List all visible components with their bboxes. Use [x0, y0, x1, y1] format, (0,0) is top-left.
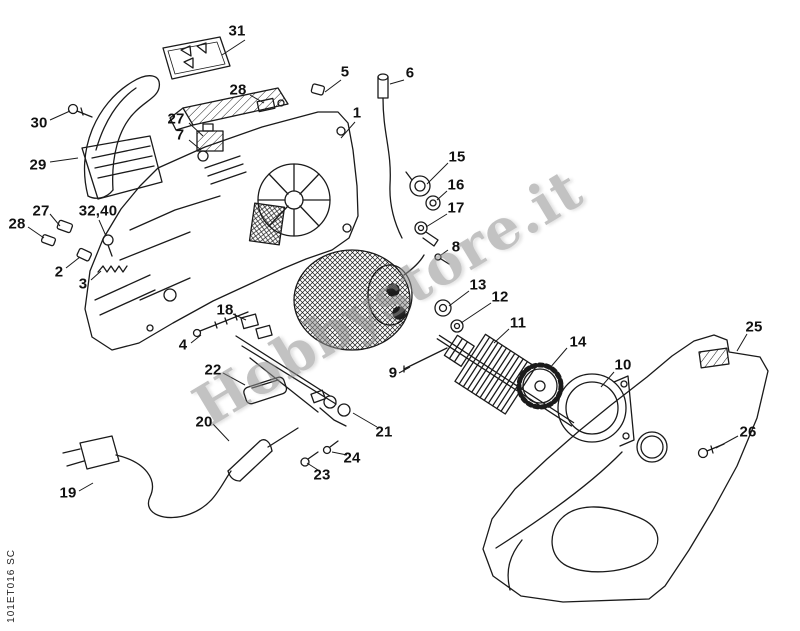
screw-26-art	[697, 443, 725, 459]
part-label-27-top: 27	[167, 110, 185, 128]
part-label-26: 26	[739, 423, 757, 441]
part-label-4: 4	[178, 336, 188, 354]
part-label-31: 31	[228, 22, 246, 40]
part-label-5: 5	[340, 63, 350, 81]
power-lead-art	[377, 73, 403, 239]
part-label-8: 8	[451, 238, 461, 256]
part-label-12: 12	[491, 288, 509, 306]
stator-art	[293, 249, 425, 351]
connector-22-art	[243, 376, 288, 405]
top-handle-grip-art	[169, 87, 289, 131]
power-cord-art	[62, 427, 299, 519]
part-label-29: 29	[29, 156, 47, 174]
screw-30-art	[67, 103, 93, 118]
leader-lines	[27, 39, 748, 492]
part-label-23: 23	[313, 466, 331, 484]
footer-code: 101ET016 SC	[6, 549, 17, 623]
part-label-10: 10	[614, 356, 632, 374]
part-label-6: 6	[405, 64, 415, 82]
rear-handle-art	[482, 334, 769, 603]
fan-flange-art	[557, 373, 635, 447]
brush-21-art	[310, 389, 351, 427]
screw-4-art	[192, 311, 249, 338]
part-label-15: 15	[448, 148, 466, 166]
part-label-3: 3	[78, 275, 88, 293]
clip-28-art	[256, 97, 285, 113]
part-label-28-left: 28	[8, 215, 26, 233]
screws-23-24-art	[300, 440, 339, 467]
part-label-1: 1	[352, 104, 362, 122]
part-label-19: 19	[59, 484, 77, 502]
part-label-13: 13	[469, 276, 487, 294]
part-label-30: 30	[30, 114, 48, 132]
gear-art	[516, 362, 564, 410]
switch-small-parts-art	[40, 219, 114, 257]
grommet-parts-art	[405, 171, 450, 265]
part-label-11: 11	[509, 314, 527, 332]
main-housing-art	[84, 111, 359, 351]
clamp-18-art	[235, 313, 337, 413]
part-label-28-top: 28	[229, 81, 247, 99]
part-label-24: 24	[343, 449, 361, 467]
warning-label-plate-art	[162, 36, 231, 80]
part-label-25: 25	[745, 318, 763, 336]
part-label-21: 21	[375, 423, 393, 441]
armature-art	[436, 333, 575, 427]
part-label-17: 17	[447, 199, 465, 217]
part-label-7: 7	[175, 126, 185, 144]
part-5-art	[310, 83, 326, 96]
front-handle-art	[81, 75, 163, 200]
part-label-16: 16	[447, 176, 465, 194]
pin-9-art	[403, 347, 448, 373]
part-label-22: 22	[204, 361, 222, 379]
part-label-20: 20	[195, 413, 213, 431]
bolt-2-spring-3-art	[76, 247, 128, 273]
part-label-2: 2	[54, 263, 64, 281]
part-label-9: 9	[388, 364, 398, 382]
part-label-18: 18	[216, 301, 234, 319]
part-label-27-left: 27	[32, 202, 50, 220]
washers-art	[434, 299, 464, 333]
part-label-14: 14	[569, 333, 587, 351]
part-label-32-40: 32,40	[78, 202, 118, 220]
